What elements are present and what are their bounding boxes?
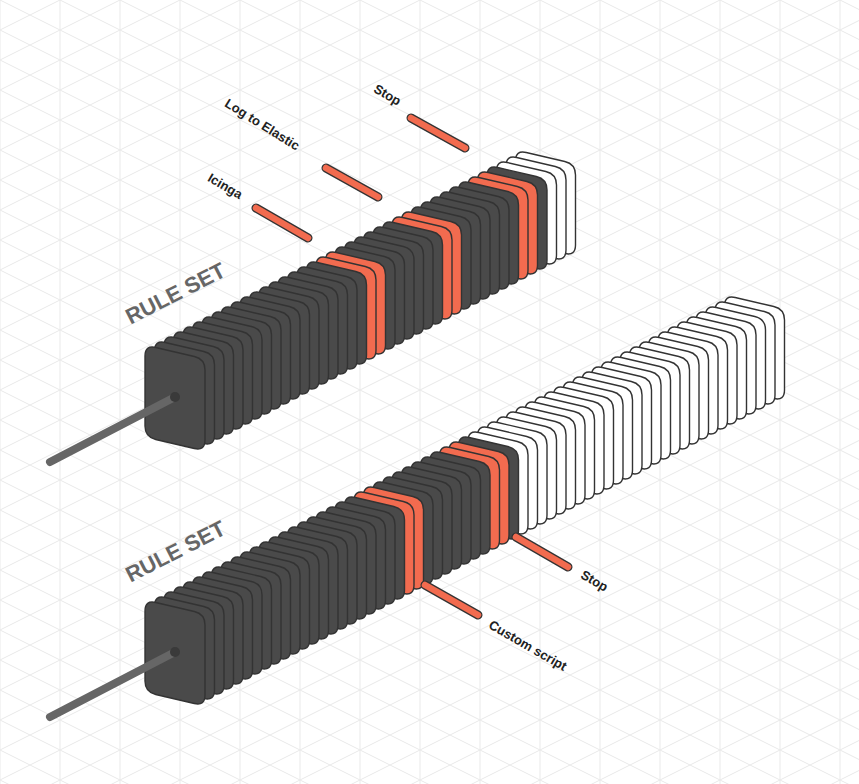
leader-line	[411, 118, 465, 148]
grid-line	[0, 201, 859, 631]
grid-line	[0, 651, 859, 784]
grid-line	[0, 210, 859, 640]
grid-line	[0, 0, 859, 60]
action-label: Stop	[576, 567, 612, 596]
leader-outline	[516, 537, 568, 567]
grid-line	[0, 681, 859, 784]
leader-line	[516, 537, 568, 567]
grid-line	[540, 0, 541, 784]
grid-line	[0, 450, 859, 784]
leader-fill	[411, 118, 465, 148]
wire-socket	[170, 647, 180, 657]
rule-wire	[50, 652, 175, 717]
grid-line	[0, 381, 859, 784]
leader-fill	[425, 585, 478, 615]
grid-line	[0, 771, 859, 784]
leader-fill	[256, 208, 308, 238]
rule-slice	[145, 602, 205, 704]
grid-line	[0, 0, 859, 90]
leader-line	[326, 168, 378, 197]
grid-line	[0, 780, 859, 784]
grid-line	[0, 0, 859, 330]
rule-set-bar	[50, 152, 576, 462]
grid-line	[0, 0, 859, 120]
grid-line	[0, 0, 859, 220]
grid-line	[60, 0, 61, 784]
grid-line	[0, 621, 859, 784]
wire-socket	[170, 392, 180, 402]
rule-set-bar	[50, 297, 785, 717]
grid-line	[0, 471, 859, 784]
leader-fill	[326, 168, 378, 197]
grid-line	[0, 0, 859, 340]
grid-line	[0, 591, 859, 784]
grid-line	[0, 0, 1, 784]
grid-line	[0, 0, 859, 180]
grid-line	[120, 0, 121, 784]
grid-line	[840, 0, 841, 784]
grid-line	[480, 0, 481, 784]
leader-line	[256, 208, 308, 238]
grid-line	[0, 561, 859, 784]
grid-line	[0, 600, 859, 784]
grid-line	[0, 741, 859, 784]
grid-line	[0, 0, 859, 150]
leader-outline	[425, 585, 478, 615]
grid-line	[0, 711, 859, 784]
leader-outline	[326, 168, 378, 197]
grid-line	[0, 0, 859, 210]
action-label: Custom script	[484, 617, 571, 676]
grid-line	[0, 0, 859, 160]
grid-line	[0, 441, 859, 784]
leader-line	[425, 585, 478, 615]
grid-line	[420, 0, 421, 784]
grid-line	[0, 0, 859, 40]
grid-line	[0, 750, 859, 784]
grid-line	[0, 171, 859, 601]
rule-slice	[145, 347, 205, 449]
leader-outline	[411, 118, 465, 148]
leader-outline	[256, 208, 308, 238]
rule-wire	[50, 397, 175, 462]
grid-line	[0, 411, 859, 784]
grid-line	[0, 630, 859, 784]
grid-line	[360, 0, 361, 784]
leader-fill	[516, 537, 568, 567]
grid-line	[0, 570, 859, 784]
grid-line	[0, 690, 859, 784]
grid-line	[0, 480, 859, 784]
